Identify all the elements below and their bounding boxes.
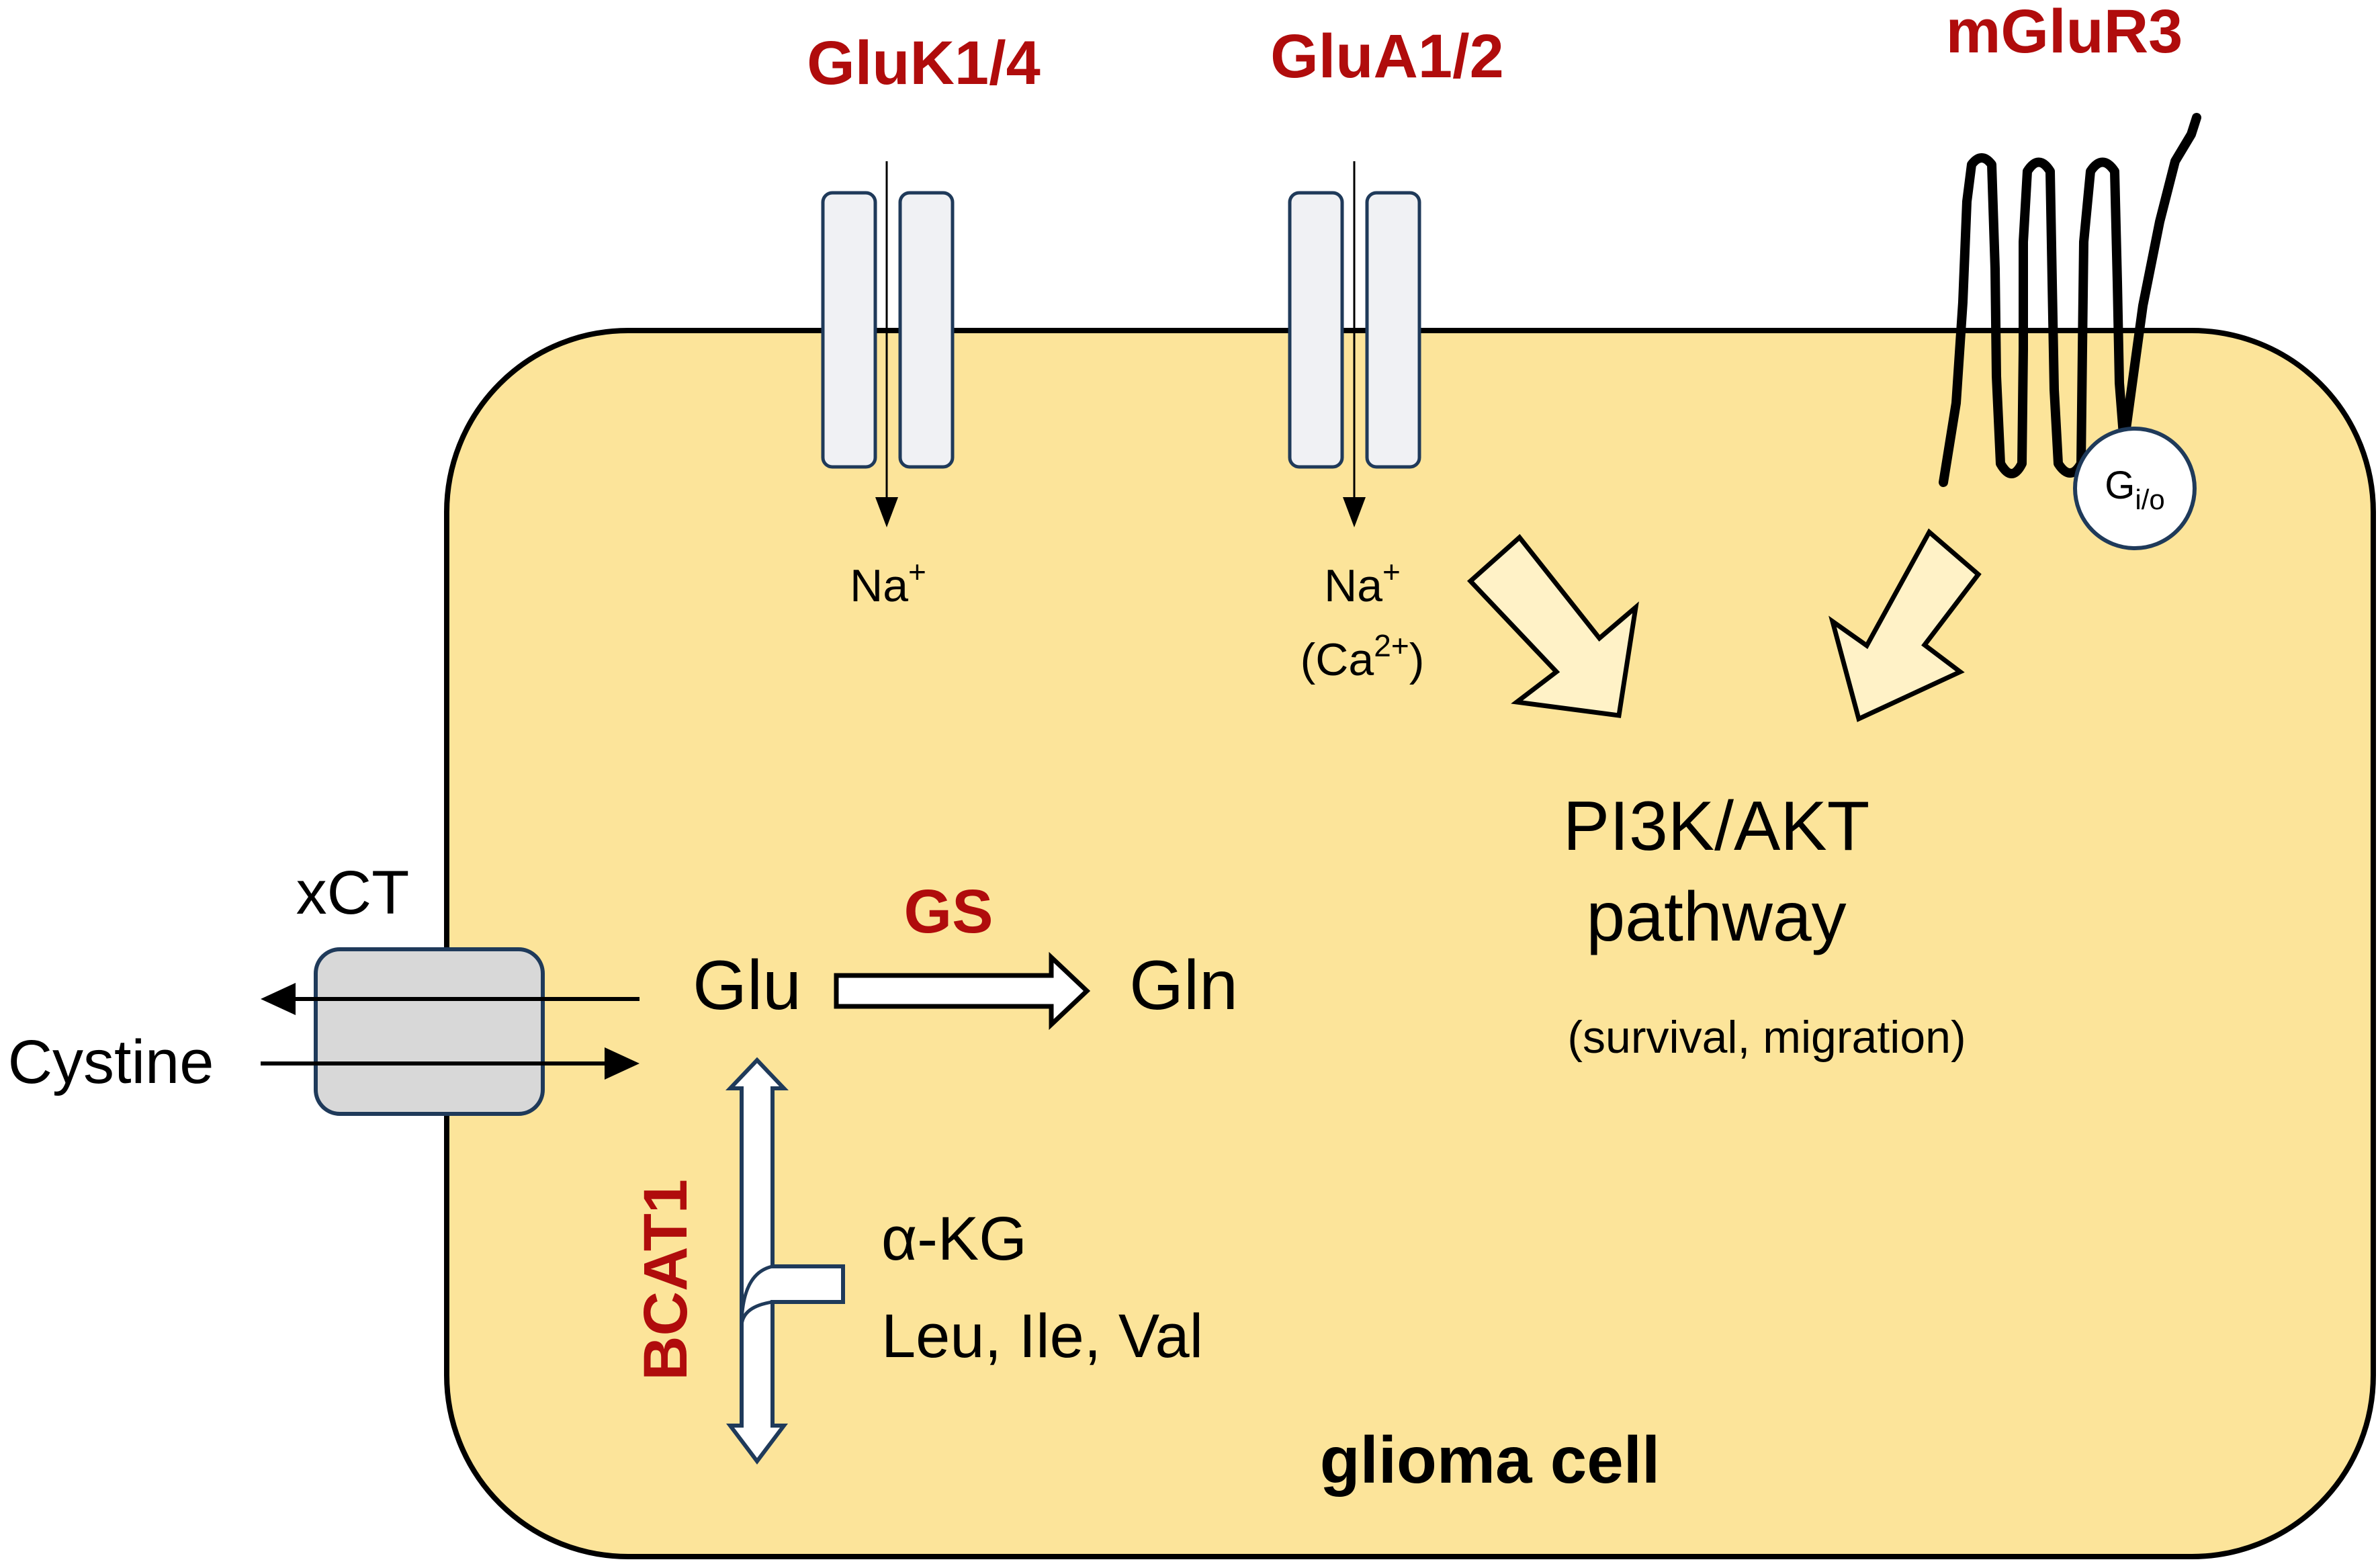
g-protein-subscript: i/o bbox=[2135, 484, 2164, 515]
svg-text:Na+: Na+ bbox=[1324, 554, 1401, 611]
glua-ion-label: Na bbox=[1324, 560, 1382, 611]
glua-arrowhead bbox=[1343, 497, 1366, 527]
svg-text:Na+: Na+ bbox=[850, 554, 926, 611]
cystine-label: Cystine bbox=[8, 1028, 214, 1096]
bcat1-bidirectional-arrow bbox=[725, 1057, 845, 1465]
g-protein-label: G bbox=[2105, 464, 2135, 507]
glu-export-arrowhead bbox=[261, 983, 296, 1015]
glua-secondary-ion-open: (Ca bbox=[1301, 634, 1374, 685]
gluk-ion-label: Na bbox=[850, 560, 908, 611]
glua-subunit-left bbox=[1288, 191, 1344, 469]
gs-label: GS bbox=[904, 877, 994, 946]
cell-label: glioma cell bbox=[1320, 1423, 1661, 1497]
bcat1-branch-curve bbox=[740, 1264, 773, 1328]
alpha-kg-label: α-KG bbox=[881, 1205, 1027, 1273]
gluk-channel bbox=[821, 161, 955, 527]
pathway-title-line2: pathway bbox=[1586, 878, 1846, 956]
svg-text:(Ca2+): (Ca2+) bbox=[1301, 628, 1425, 685]
glua-label: GluA1/2 bbox=[1270, 22, 1504, 91]
svg-text:Gi/o: Gi/o bbox=[2105, 464, 2164, 515]
gln-label: Gln bbox=[1129, 947, 1238, 1025]
mglur3-label: mGluR3 bbox=[1946, 0, 2183, 66]
bcat1-label: BCAT1 bbox=[631, 1179, 700, 1381]
gluk-ion-charge: + bbox=[908, 554, 926, 589]
glua-secondary-ion-close: ) bbox=[1409, 634, 1425, 685]
pathway-note: (survival, migration) bbox=[1567, 1012, 1966, 1063]
bcaa-label: Leu, Ile, Val bbox=[881, 1302, 1203, 1371]
pathway-title-line1: PI3K/AKT bbox=[1563, 787, 1870, 865]
gluk-arrowhead bbox=[875, 497, 898, 527]
xct-label: xCT bbox=[296, 859, 410, 927]
mglur3-receptor: Gi/o bbox=[1939, 113, 2201, 550]
glu-label: Glu bbox=[693, 947, 801, 1025]
g-protein-circle bbox=[2073, 427, 2197, 550]
mglur3-to-pi3k-arrow bbox=[1828, 528, 1982, 722]
glua-secondary-ion-charge: 2+ bbox=[1374, 628, 1409, 663]
cystine-import-arrowhead bbox=[605, 1047, 640, 1080]
glu-to-gln-arrow bbox=[834, 951, 1091, 1031]
glua-channel bbox=[1288, 161, 1421, 527]
glua-ion-charge: + bbox=[1382, 554, 1401, 589]
glua-subunit-right bbox=[1365, 191, 1421, 469]
gluk-subunit-left bbox=[821, 191, 877, 469]
xct-transporter bbox=[314, 947, 545, 1116]
glua-to-pi3k-arrow bbox=[1466, 533, 1639, 718]
gluk-label: GluK1/4 bbox=[807, 29, 1041, 97]
mglur3-transmembrane-coil bbox=[1939, 113, 2201, 487]
gluk-subunit-right bbox=[898, 191, 955, 469]
